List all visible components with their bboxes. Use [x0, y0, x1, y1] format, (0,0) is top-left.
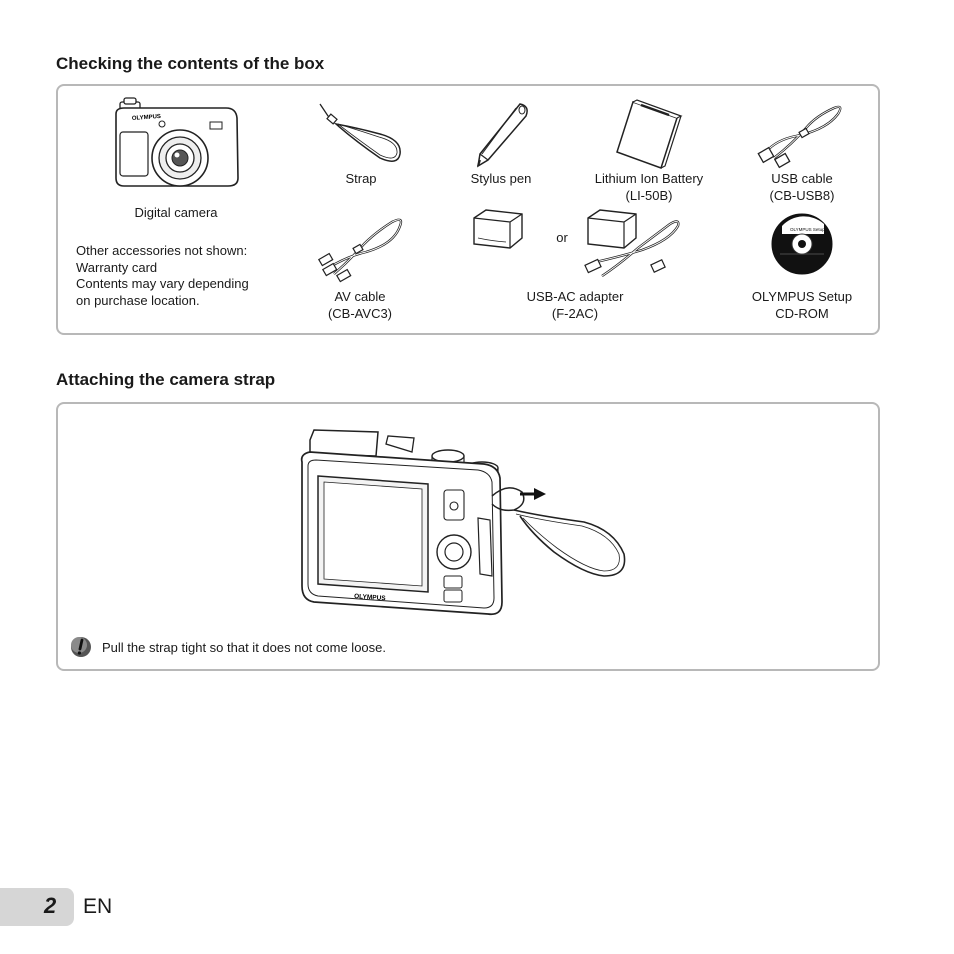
- note-line: Warranty card: [76, 259, 158, 275]
- label-av-cable: AV cable (CB-AVC3): [327, 289, 393, 321]
- page-number-tab: [0, 888, 74, 926]
- page-number: 2: [44, 893, 57, 918]
- svg-text:OLYMPUS Setup: OLYMPUS Setup: [790, 227, 825, 232]
- note-line: on purchase location.: [76, 292, 200, 308]
- caution-text: Pull the strap tight so that it does not…: [102, 640, 386, 655]
- box-contents-panel: OLYMPUS Digital camera Other accessories…: [56, 84, 880, 335]
- svg-text:OLYMPUS: OLYMPUS: [132, 114, 161, 122]
- note-line: Contents may vary depending: [76, 276, 249, 291]
- camera-with-strap-illustration: OLYMPUS: [300, 429, 626, 616]
- av-cable-icon: [317, 218, 403, 283]
- usb-ac-adapter-cord-icon: [584, 209, 680, 277]
- caution-icon: [71, 637, 91, 657]
- accessories-note: Other accessories not shown: Warranty ca…: [76, 243, 249, 309]
- label-or: or: [556, 230, 568, 245]
- section-title-box-contents: Checking the contents of the box: [56, 54, 325, 73]
- usb-cable-icon: [757, 105, 842, 169]
- section-title-attach-strap: Attaching the camera strap: [56, 370, 276, 389]
- label-battery: Lithium Ion Battery (LI-50B): [594, 171, 704, 203]
- stylus-pen-icon: [476, 103, 528, 168]
- label-usb-ac-adapter: USB-AC adapter (F-2AC): [526, 289, 624, 321]
- label-digital-camera: Digital camera: [134, 205, 218, 220]
- strap-icon: [319, 103, 401, 162]
- usb-ac-adapter-icon: [473, 209, 523, 249]
- label-usb-cable: USB cable (CB-USB8): [769, 171, 835, 203]
- digital-camera-icon: OLYMPUS: [115, 97, 239, 187]
- note-line: Other accessories not shown:: [76, 243, 248, 258]
- label-cd-rom: OLYMPUS Setup CD-ROM: [751, 289, 853, 321]
- svg-text:OLYMPUS: OLYMPUS: [354, 593, 387, 602]
- page-language: EN: [83, 895, 113, 918]
- battery-icon: [616, 99, 683, 169]
- attach-strap-panel: OLYMPUS Pull the strap tight so that it …: [56, 402, 880, 671]
- label-stylus-pen: Stylus pen: [470, 171, 532, 186]
- cd-rom-icon: OLYMPUS Setup: [771, 213, 833, 275]
- label-strap: Strap: [345, 171, 377, 186]
